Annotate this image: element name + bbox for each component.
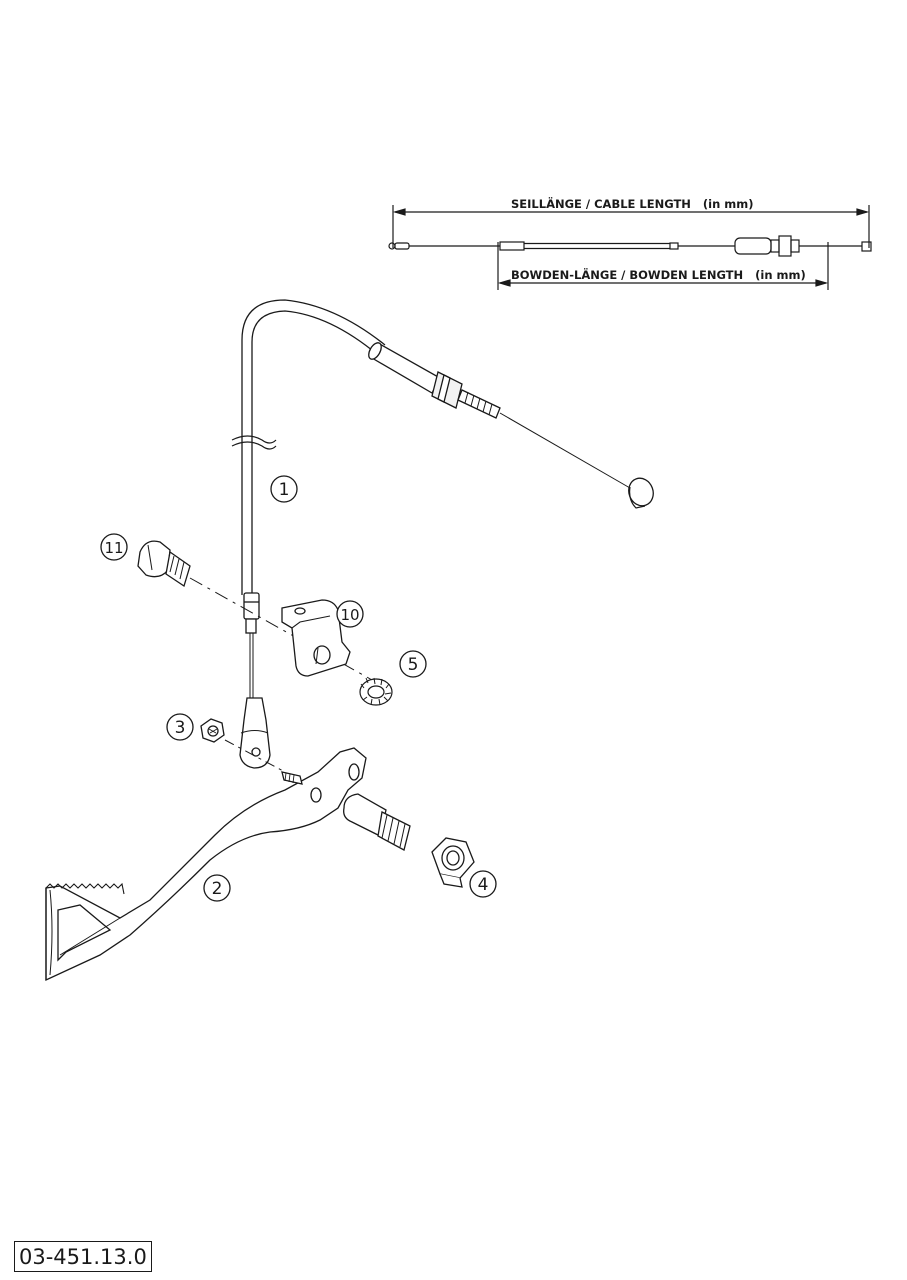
callout-11-label: 11 [104,539,123,557]
bracket-part [281,599,351,677]
lock-washer-part [359,677,393,706]
callout-1-label: 1 [279,480,290,500]
nut-part [200,718,225,743]
collar-nut-part [431,837,475,888]
cable-part [231,299,654,769]
callouts [100,475,497,902]
callout-2-label: 2 [212,879,223,899]
bolt-axis-line [189,577,373,681]
callout-11-circle [100,533,128,561]
callout-5-circle [399,650,427,678]
callout-10-circle [336,600,364,628]
callout-1-circle [270,475,298,503]
bolt-part [137,540,191,588]
bowden-length-label: BOWDEN-LÄNGE / BOWDEN LENGTH (in mm) [511,267,806,282]
callout-3-circle [166,713,194,741]
callout-4-circle [469,870,497,898]
cable-dimension-detail [388,205,872,290]
callout-3-label: 3 [175,718,186,738]
cable-schematic [388,235,872,257]
brake-pedal-part [45,747,411,982]
callout-2-circle [203,874,231,902]
drawing-number-label: 03-451.13.0 [14,1241,152,1272]
cable-length-label: SEILLÄNGE / CABLE LENGTH (in mm) [511,196,754,211]
callout-5-label: 5 [408,655,419,675]
callout-10-label: 10 [340,606,359,624]
callout-4-label: 4 [478,875,489,895]
